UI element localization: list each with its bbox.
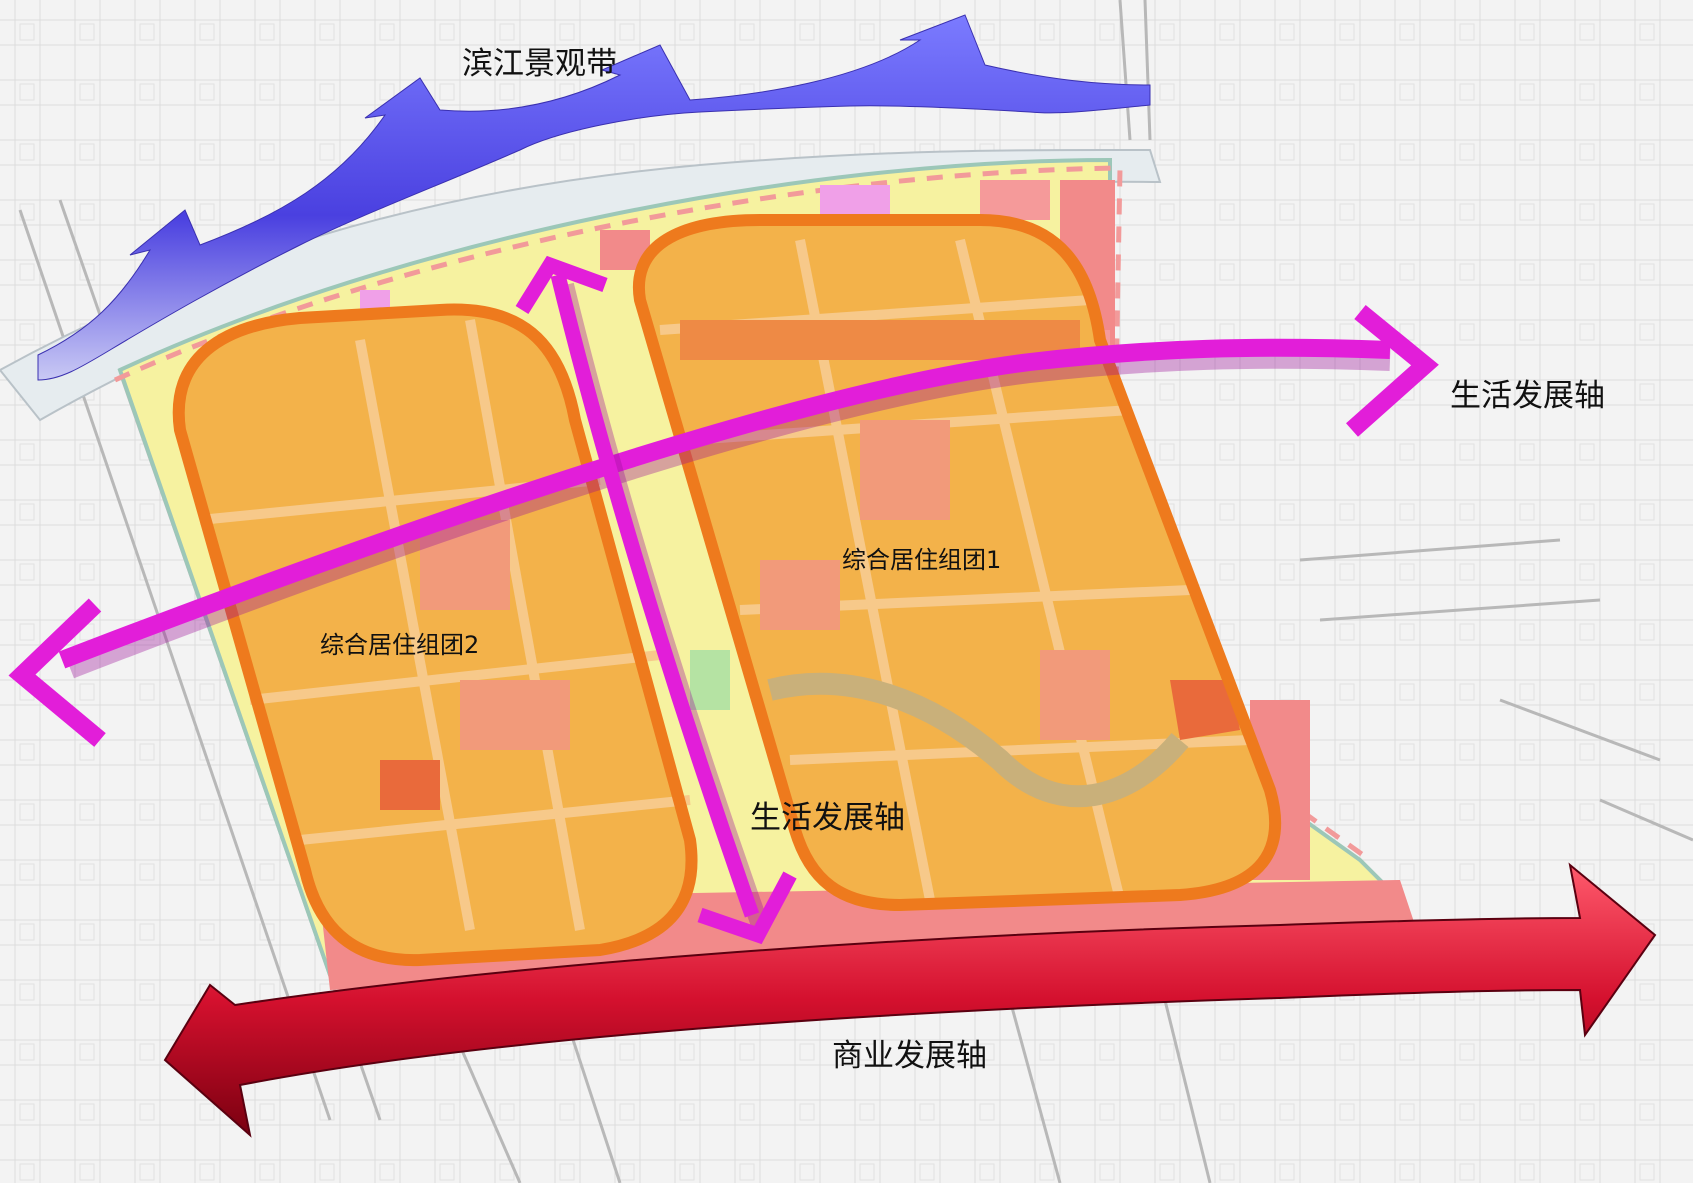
boundary-line [113,165,1372,863]
cluster-1-area [632,214,1281,912]
cluster-2-outline [172,303,698,967]
cluster-1-outline [632,214,1281,912]
living-axis-east-label: 生活发展轴 [1450,378,1605,414]
commercial-axis [163,862,1657,1138]
cluster-1-label: 综合居住组团1 [842,546,1002,574]
riverfront-label: 滨江景观带 [462,46,617,82]
living-axis-east-west [8,305,1439,747]
living-axis-vertical [515,255,797,945]
living-axis-vertical-label: 生活发展轴 [750,800,905,836]
cluster-2-label: 综合居住组团2 [320,631,480,659]
commercial-axis-label: 商业发展轴 [832,1038,987,1074]
riverfront-band [37,14,1151,381]
